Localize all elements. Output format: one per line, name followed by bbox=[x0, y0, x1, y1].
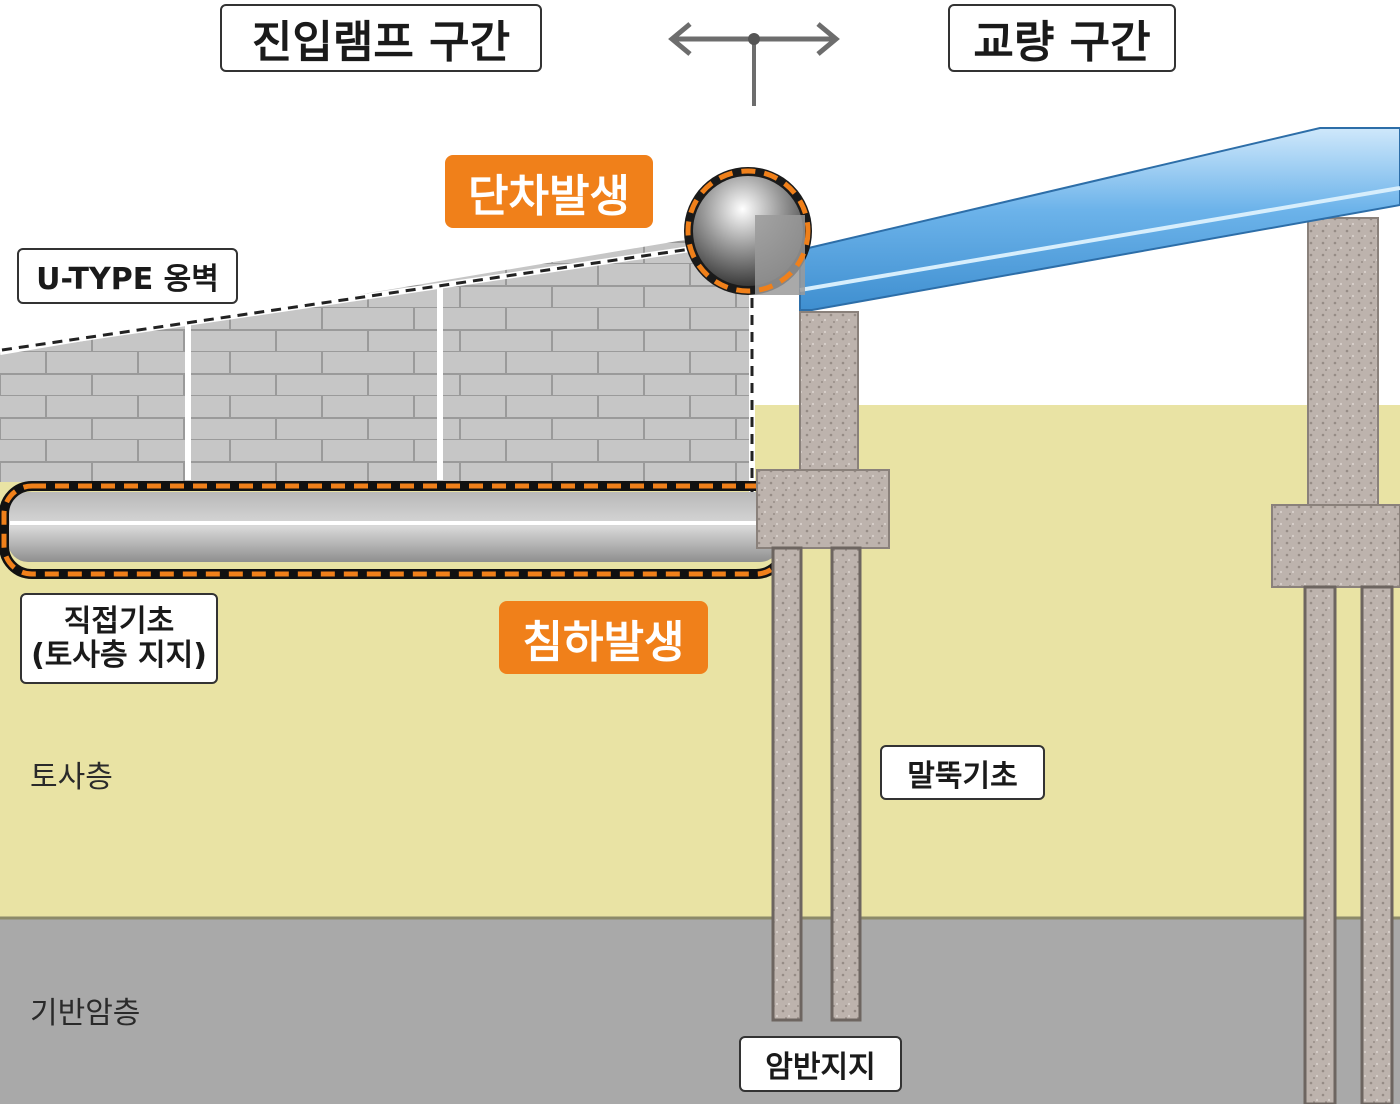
bridge-section-label: 교량 구간 bbox=[948, 4, 1176, 72]
abutment-column bbox=[799, 311, 859, 473]
step-occurrence-callout: 단차발생 bbox=[445, 155, 653, 228]
pile-foundation-label: 말뚝기초 bbox=[880, 745, 1045, 800]
ramp-section-label: 진입램프 구간 bbox=[220, 4, 542, 72]
direct-foundation-slab bbox=[8, 492, 780, 562]
bedrock-layer bbox=[0, 918, 1400, 1104]
u-type-wall-label: U-TYPE 옹벽 bbox=[17, 248, 238, 304]
soil-layer-label: 토사층 bbox=[30, 760, 113, 795]
pile-left bbox=[771, 546, 803, 1022]
pier-pile-right bbox=[1360, 585, 1394, 1104]
direct-foundation-label: 직접기초 (토사층 지지) bbox=[20, 593, 218, 684]
direct-foundation-subtitle: (토사층 지지) bbox=[31, 637, 207, 673]
abutment-pile-cap bbox=[756, 469, 890, 549]
bedrock-layer-label: 기반암층 bbox=[30, 996, 141, 1031]
pier-column bbox=[1307, 217, 1379, 509]
pier-pile-cap bbox=[1271, 504, 1400, 588]
pier-pile-left bbox=[1303, 585, 1337, 1104]
rock-support-label: 암반지지 bbox=[739, 1036, 902, 1092]
double-arrow-icon bbox=[668, 22, 840, 106]
direct-foundation-title: 직접기초 bbox=[63, 603, 175, 639]
settlement-occurrence-callout: 침하발생 bbox=[499, 601, 708, 674]
pile-right bbox=[830, 546, 862, 1022]
